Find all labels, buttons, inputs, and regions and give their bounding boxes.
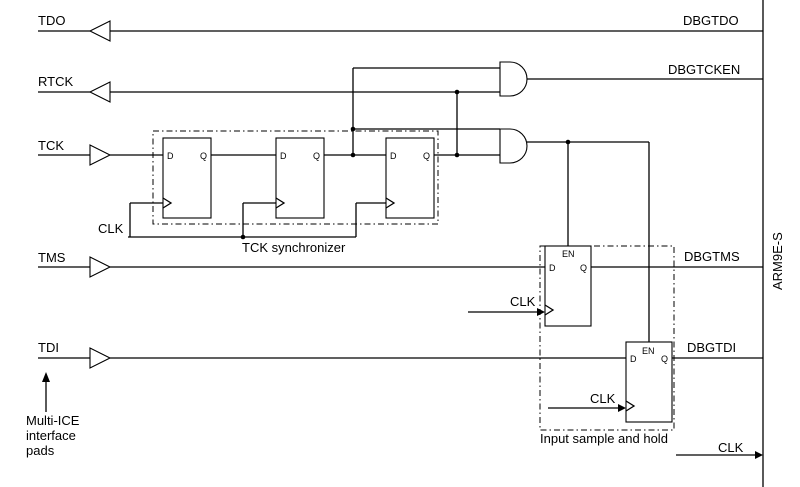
ff3-clock-pin [385,197,396,209]
ff2-q-pin: Q [313,151,320,161]
junction-dot [454,89,460,95]
sync-flipflop-2 [275,137,325,219]
junction-dot [240,234,246,240]
tms-flipflop [544,245,592,327]
pads-label-line-1: Multi-ICE [26,413,80,428]
tms-ff-clock-pin [544,304,555,316]
dbgtcken-label: DBGTCKEN [668,62,740,77]
ff3-q-pin: Q [423,151,430,161]
sync-flipflop-3 [385,137,435,219]
ff2-d-pin: D [280,151,287,161]
sync-flipflop-1 [162,137,212,219]
tdi-input-buffer [89,347,112,369]
tms-ff-d-pin: D [549,263,556,273]
tdi-ff-q-pin: Q [661,354,668,364]
tdi-ff-d-pin: D [630,354,637,364]
tms-ff-clk-label: CLK [510,294,536,309]
ff1-d-pin: D [167,151,174,161]
rtck-output-buffer [88,81,111,103]
core-label: ARM9E-S [770,232,785,290]
sample-hold-box [539,245,675,431]
pads-label-line-3: pads [26,443,55,458]
ff3-d-pin: D [390,151,397,161]
pads-label-line-2: interface [26,428,76,443]
core-clk-arrow [755,451,763,459]
and-gate-dbgtcken [499,61,528,97]
core-clk-label: CLK [718,440,744,455]
tdi-ff-clk-arrow [618,404,626,412]
tdi-ff-clock-pin [625,400,636,412]
ff1-q-pin: Q [200,151,207,161]
junction-dot [454,152,460,158]
rtck-label: RTCK [38,74,73,89]
dbgtdo-label: DBGTDO [683,13,739,28]
tms-label: TMS [38,250,66,265]
tdi-label: TDI [38,340,59,355]
tdi-ff-clk-label: CLK [590,391,616,406]
tdi-flipflop [625,341,673,423]
sync-clk-label: CLK [98,221,124,236]
tms-input-buffer [89,256,112,278]
tdo-label: TDO [38,13,65,28]
dbgtdi-label: DBGTDI [687,340,736,355]
ff1-clock-pin [162,197,173,209]
tck-input-buffer [89,144,112,166]
dbgtms-label: DBGTMS [684,249,740,264]
tms-ff-clk-arrow [537,308,545,316]
tdo-output-buffer [88,20,111,42]
pads-arrow-head [42,372,50,382]
tdi-ff-en-pin: EN [642,346,655,356]
ff2-clock-pin [275,197,286,209]
and-gate-sample-enable [499,128,528,164]
sample-hold-label: Input sample and hold [540,431,668,446]
tck-label: TCK [38,138,64,153]
tms-ff-en-pin: EN [562,249,575,259]
junction-dot [350,126,356,132]
tms-ff-q-pin: Q [580,263,587,273]
tck-synchronizer-label: TCK synchronizer [242,240,346,255]
junction-dot [565,139,571,145]
